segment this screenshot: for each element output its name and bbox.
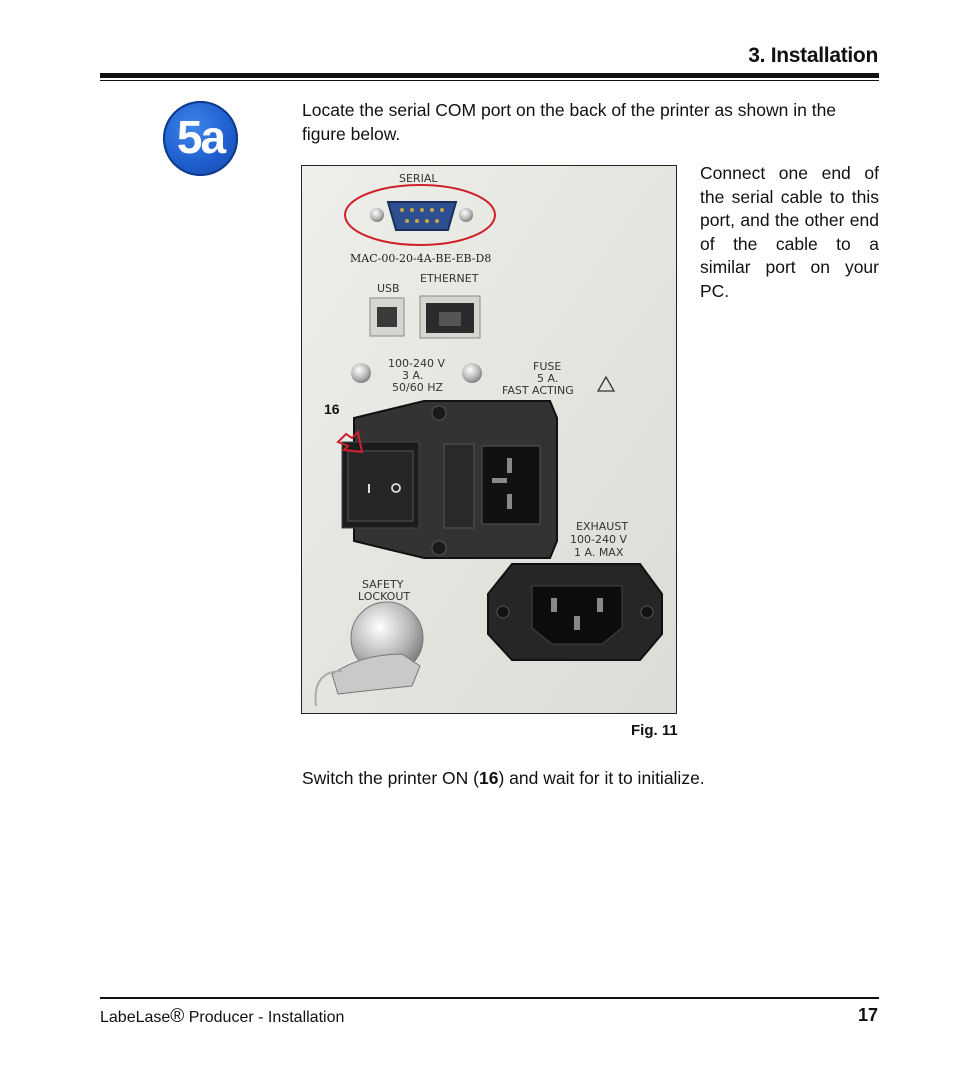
iec-power-inlet (481, 445, 541, 525)
registered-mark: ® (170, 1006, 185, 1027)
serial-highlight-circle (344, 184, 496, 246)
exhaust-amps: 1 A. MAX (574, 546, 624, 559)
switch-off-mark (391, 483, 401, 493)
fuse-amps: 5 A. (537, 372, 558, 385)
power-switch-rocker (347, 450, 414, 522)
serial-port-connector (386, 201, 458, 231)
pointer-arrow-icon (336, 429, 364, 454)
intro-paragraph: Locate the serial COM port on the back o… (302, 100, 837, 144)
panel-screw-right (462, 363, 482, 383)
lockout-label: LOCKOUT (358, 590, 410, 603)
figure-caption: Fig. 11 (631, 722, 678, 739)
exhaust-outlet (531, 585, 623, 645)
header-rule (100, 73, 879, 78)
serial-screw-right (459, 208, 473, 222)
fuse-holder (443, 443, 475, 529)
exhaust-voltage: 100-240 V (570, 533, 627, 546)
power-rating-voltage: 100-240 V (388, 357, 445, 370)
section-title: 3. Installation (748, 44, 878, 67)
mac-address-label: MAC-00-20-4A-BE-EB-D8 (350, 252, 491, 265)
usb-label: USB (377, 282, 400, 295)
lockout-key (331, 653, 421, 695)
key-ring (314, 670, 343, 707)
serial-screw-left (370, 208, 384, 222)
safety-label: SAFETY (362, 578, 404, 591)
panel-screw-left (351, 363, 371, 383)
footer-rule (100, 997, 879, 999)
callout-number: 16 (324, 401, 340, 417)
footer-product: LabeLase® Producer - Installation (100, 1006, 345, 1027)
serial-pins (400, 208, 444, 223)
step-badge: 5a (163, 101, 238, 176)
fuse-label: FUSE (533, 360, 561, 373)
exhaust-label: EXHAUST (576, 520, 628, 533)
step-badge-label: 5a (176, 110, 226, 163)
printer-back-illustration: SERIAL MAC-00-20-4A-BE-EB-D8 USB ETHERNE… (302, 166, 676, 713)
warning-icon (596, 375, 616, 392)
power-rating-amps: 3 A. (402, 369, 423, 382)
page-number: 17 (857, 1005, 878, 1025)
ethernet-label: ETHERNET (420, 272, 479, 285)
fuse-type: FAST ACTING (502, 384, 574, 397)
switch-reference: 16 (479, 768, 499, 788)
power-rating-freq: 50/60 HZ (392, 381, 443, 394)
switch-instruction: Switch the printer ON (16) and wait for … (302, 768, 705, 788)
header-rule-thin (100, 80, 879, 81)
serial-label: SERIAL (399, 172, 438, 185)
side-paragraph: Connect one end of the serial cable to t… (700, 163, 879, 301)
printer-back-photo: SERIAL MAC-00-20-4A-BE-EB-D8 USB ETHERNE… (301, 165, 677, 714)
usb-port (377, 307, 397, 327)
